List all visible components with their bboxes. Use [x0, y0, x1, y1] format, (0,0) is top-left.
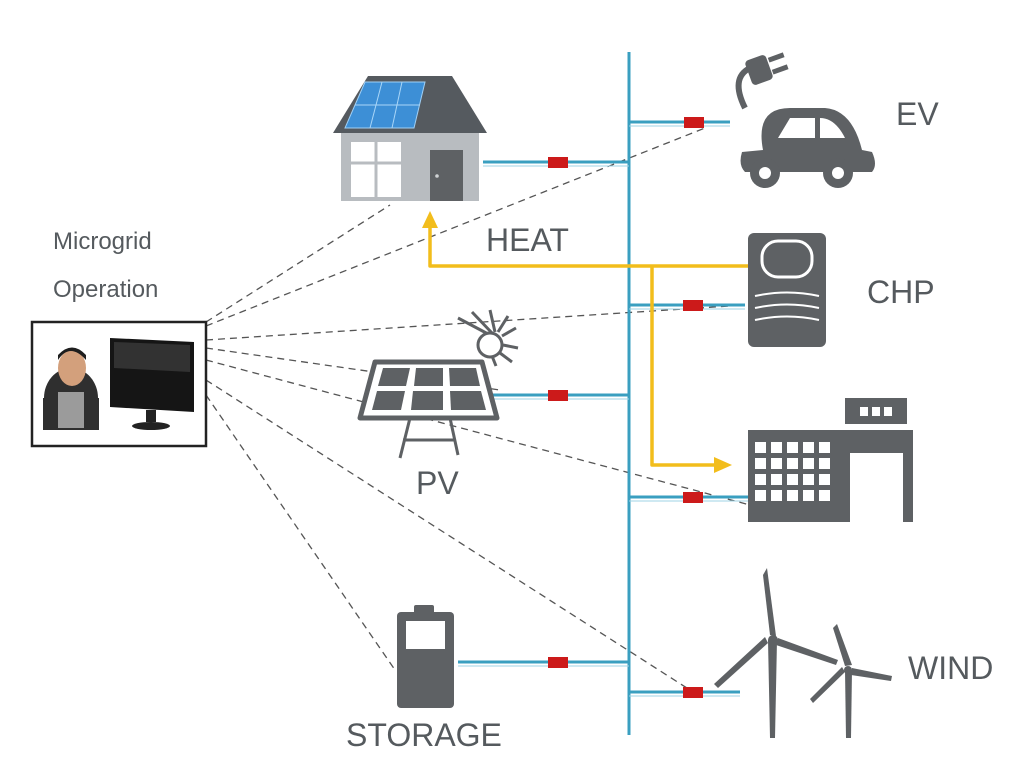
factory-icon	[748, 398, 913, 522]
solar-panel-icon	[357, 309, 519, 459]
chp-label: CHP	[867, 274, 935, 310]
chp-icon	[748, 233, 826, 347]
link-pv	[205, 347, 501, 391]
breaker-chp	[683, 300, 703, 311]
link-factory	[205, 359, 751, 506]
heat-arrow-factory	[714, 457, 732, 473]
breaker-factory	[683, 492, 703, 503]
breaker-pv	[548, 390, 568, 401]
pv-label: PV	[416, 465, 459, 501]
ev-label: EV	[896, 96, 939, 132]
battery-icon	[397, 605, 454, 708]
link-chp	[205, 304, 746, 341]
breaker-wind	[683, 687, 703, 698]
link-storage	[205, 394, 396, 671]
microgrid-label-line2: Operation	[53, 276, 159, 303]
breaker-ev	[684, 117, 704, 128]
ev-icon	[735, 52, 875, 188]
heat-label: HEAT	[486, 222, 569, 258]
breaker-storage	[548, 657, 568, 668]
wind-turbine-icon	[714, 568, 892, 738]
feeders	[458, 120, 748, 694]
storage-label: STORAGE	[346, 717, 502, 753]
wind-label: WIND	[908, 650, 994, 686]
operator-icon	[30, 320, 208, 448]
house-icon	[333, 76, 487, 201]
breaker-house	[548, 157, 568, 168]
link-house	[205, 204, 391, 323]
microgrid-label-line1: Microgrid	[53, 228, 152, 255]
breakers	[548, 117, 704, 698]
heat-flow	[428, 225, 748, 467]
heat-arrow-house	[422, 211, 438, 228]
factory-windows	[755, 442, 903, 522]
